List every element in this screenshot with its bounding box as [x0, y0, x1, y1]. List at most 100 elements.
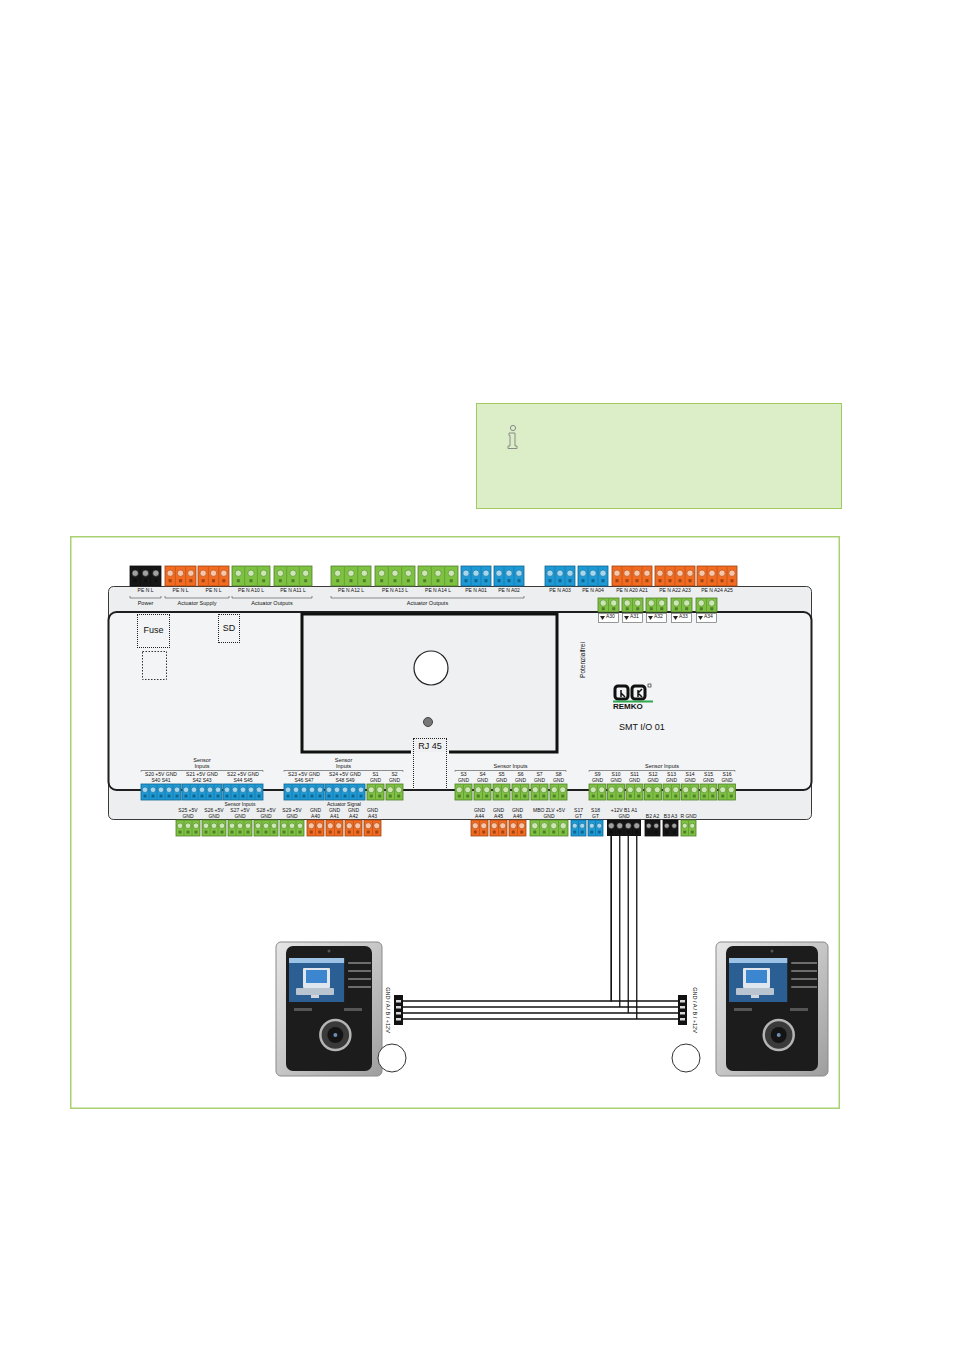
- unit-knob-center: [327, 1027, 343, 1043]
- pin-divider: [597, 785, 598, 799]
- terminal-block: [655, 566, 695, 586]
- terminal-block: [331, 566, 371, 586]
- group-header: Sensor Inputs: [589, 763, 735, 769]
- terminal-screw: [682, 823, 687, 828]
- terminal-screw: [368, 787, 374, 793]
- terminal-opening: [234, 795, 237, 798]
- terminal-opening: [666, 795, 669, 798]
- terminal-block: [490, 820, 507, 836]
- terminal-opening: [689, 579, 692, 582]
- pin-label: GND A41: [325, 808, 344, 819]
- terminal-screw: [684, 600, 690, 606]
- terminal-opening: [202, 579, 205, 582]
- terminal-opening: [185, 795, 188, 798]
- bus-connector-pin: [680, 1018, 685, 1021]
- pin-label: PE N A10 L: [230, 588, 272, 594]
- terminal-screw: [667, 570, 673, 576]
- logo-mark: [648, 684, 651, 687]
- pin-divider: [239, 785, 240, 799]
- terminal-opening: [304, 579, 307, 582]
- pin-divider: [353, 821, 354, 835]
- terminal-screw: [673, 600, 679, 606]
- terminal-screw: [365, 823, 371, 829]
- terminal-block: [141, 784, 181, 800]
- unit-sensor: [328, 950, 331, 953]
- terminal-block: [418, 566, 458, 586]
- unit-key-mark: [344, 1008, 362, 1011]
- terminal-opening: [437, 579, 440, 582]
- pin-divider: [333, 785, 334, 799]
- terminal-opening: [600, 795, 603, 798]
- pin-label: PE N A04: [576, 588, 610, 594]
- bus-connector-pin: [396, 1000, 401, 1003]
- pin-divider: [357, 567, 358, 585]
- pin-divider: [375, 785, 376, 799]
- unit-screen: [289, 958, 344, 1002]
- pin-divider: [247, 785, 248, 799]
- terminal-screw: [142, 570, 148, 576]
- bus-terminal: +12V B1 A1 GND: [607, 808, 641, 836]
- terminal-screw: [709, 570, 715, 576]
- pin-label: GND / A / B / +12V: [692, 987, 698, 1033]
- pin-divider: [652, 821, 653, 835]
- group-header: Sensor Inputs: [455, 763, 566, 769]
- terminal-opening: [669, 579, 672, 582]
- terminal-screw: [624, 570, 630, 576]
- terminal-screw: [475, 787, 481, 793]
- terminal-opening: [352, 795, 355, 798]
- terminal-opening: [493, 831, 496, 834]
- terminal-screw: [361, 570, 367, 576]
- terminal-screw: [699, 570, 705, 576]
- terminal-screw: [396, 787, 402, 793]
- terminal-block: [578, 566, 608, 586]
- terminal-screw: [456, 787, 462, 793]
- terminal-opening: [685, 607, 688, 610]
- terminal-screw: [590, 787, 596, 793]
- pin-divider: [727, 567, 728, 585]
- unit-screen-icon: [746, 970, 767, 983]
- unit-key-mark: [734, 1008, 752, 1011]
- pin-label: S1 GND: [367, 772, 385, 783]
- terminal-screw: [342, 787, 348, 793]
- terminal-opening: [626, 579, 629, 582]
- terminal-opening: [257, 831, 260, 834]
- terminal-block: [223, 784, 263, 800]
- terminal-screw: [174, 787, 180, 793]
- relay-arrow: [624, 616, 629, 620]
- pin-label: S13 GND: [663, 772, 681, 783]
- terminal-opening: [581, 831, 584, 834]
- terminal-opening: [205, 831, 208, 834]
- pin-divider: [157, 785, 158, 799]
- terminal-opening: [518, 579, 521, 582]
- terminal-opening: [523, 795, 526, 798]
- pin-label: MBO ZLV +5V GND: [529, 808, 569, 819]
- unit-screen-icon: [306, 970, 327, 983]
- terminal-screw: [229, 823, 235, 829]
- relay-label: A30: [606, 614, 619, 620]
- terminal-screw: [634, 823, 640, 829]
- pin-divider: [270, 821, 271, 835]
- terminal-screw: [483, 570, 489, 576]
- terminal-block: [461, 566, 491, 586]
- terminal-opening: [562, 831, 565, 834]
- pin-label: GND A40: [306, 808, 325, 819]
- terminal-block: [663, 820, 678, 836]
- unit-screen-bar: [289, 958, 344, 963]
- relay-label-box: [647, 614, 667, 623]
- pin-label: R GND: [680, 814, 697, 820]
- terminal-screw: [627, 787, 633, 793]
- terminal-opening: [303, 795, 306, 798]
- terminal-block: [364, 820, 381, 836]
- terminal-opening: [636, 579, 639, 582]
- terminal-screw: [167, 570, 173, 576]
- terminal-opening: [231, 831, 234, 834]
- pin-divider: [150, 567, 151, 585]
- pin-divider: [501, 785, 502, 799]
- terminal-screw: [248, 787, 254, 793]
- terminal-screw: [177, 570, 183, 576]
- terminal-opening: [612, 607, 615, 610]
- terminal-opening: [679, 579, 682, 582]
- bus-connector-pin: [680, 1000, 685, 1003]
- terminal-screw: [199, 787, 205, 793]
- group-header: Actuator Supply: [165, 600, 229, 606]
